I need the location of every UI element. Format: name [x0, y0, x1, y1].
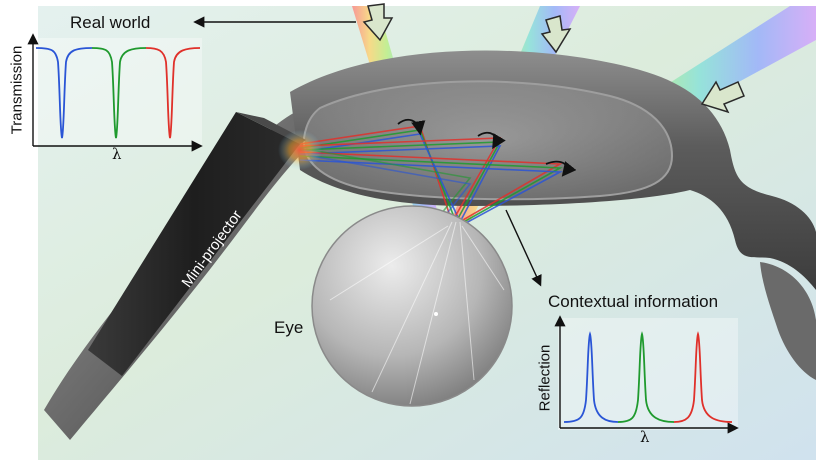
arrow-down-icon	[362, 3, 394, 42]
reflection-chart-bg	[558, 318, 738, 430]
redirect-arrow-icon	[545, 160, 577, 177]
reflection-peak-green	[617, 331, 675, 423]
reflection-axis-label: Reflection	[536, 344, 554, 412]
redirect-arrow-icon	[397, 118, 426, 136]
eye-internal-rays	[329, 221, 505, 405]
transmission-wavelength-label: λ	[112, 145, 122, 163]
arrow-left-icon	[700, 80, 745, 114]
projector-emitter-glow	[278, 130, 322, 170]
transmission-chart	[27, 33, 203, 152]
contextual-arrow	[505, 209, 542, 287]
mini-projector	[88, 112, 322, 376]
reflection-wavelength-label: λ	[640, 428, 650, 446]
reflection-peak-red	[673, 331, 733, 423]
glasses-right-rim	[760, 262, 816, 380]
lens	[302, 80, 674, 201]
real-world-label: Real world	[70, 13, 151, 32]
reflection-chart	[554, 315, 739, 434]
transmission-dip-blue	[35, 47, 93, 139]
eye-pupil-highlight	[434, 312, 438, 316]
arrow-down-icon	[540, 15, 572, 54]
eye-label: Eye	[274, 318, 304, 337]
contextual-information-label: Contextual information	[548, 292, 719, 311]
projector-body	[88, 112, 300, 376]
transmission-dip-green	[91, 47, 147, 139]
transmission-axis-label: Transmission	[8, 45, 26, 135]
redirect-arrow-icon	[477, 131, 506, 150]
transmission-dip-red	[145, 47, 201, 139]
reflection-peak-blue	[563, 331, 619, 423]
